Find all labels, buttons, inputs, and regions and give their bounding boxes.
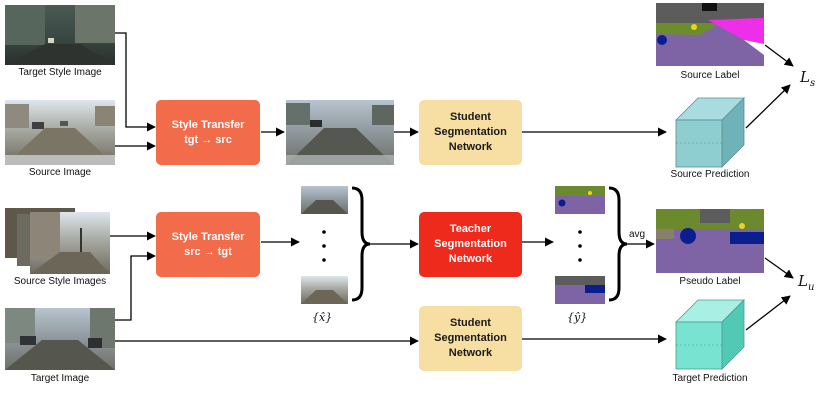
pseudo-label-caption: Pseudo Label bbox=[679, 276, 741, 287]
source-image-caption: Source Image bbox=[28, 167, 92, 178]
target-prediction-cube bbox=[675, 299, 745, 370]
target-style-image-caption: Target Style Image bbox=[18, 67, 102, 78]
source-prediction-cube bbox=[675, 97, 745, 168]
pseudo-label-image bbox=[656, 209, 764, 273]
style-transfer-tgt-src-box: Style Transfer tgt → src bbox=[156, 100, 260, 165]
avg-label: avg bbox=[628, 229, 646, 240]
target-image-caption: Target Image bbox=[30, 373, 90, 384]
student-segmentation-network-top: Student Segmentation Network bbox=[419, 100, 522, 165]
target-prediction-caption: Target Prediction bbox=[672, 373, 748, 384]
source-label-image bbox=[656, 3, 764, 66]
y-hat-ellipsis bbox=[578, 230, 582, 262]
x-hat-image-2 bbox=[301, 276, 348, 304]
y-hat-set-label: {ŷ} bbox=[567, 311, 588, 324]
x-hat-brace bbox=[351, 186, 371, 302]
x-hat-set-label: {x̂} bbox=[312, 311, 333, 324]
source-label-caption: Source Label bbox=[680, 70, 740, 81]
target-image bbox=[5, 308, 115, 370]
style-transfer-src-tgt-box: Style Transfer src → tgt bbox=[156, 212, 260, 277]
source-image bbox=[5, 100, 115, 165]
y-hat-label-2 bbox=[555, 276, 605, 304]
loss-u-label: Lu bbox=[798, 272, 815, 293]
target-style-image bbox=[5, 5, 115, 65]
source-prediction-caption: Source Prediction bbox=[670, 169, 750, 180]
x-hat-ellipsis bbox=[322, 230, 326, 262]
source-style-images-caption: Source Style Images bbox=[13, 276, 107, 287]
y-hat-brace bbox=[608, 186, 628, 302]
y-hat-label-1 bbox=[555, 186, 605, 214]
teacher-segmentation-network: Teacher Segmentation Network bbox=[419, 212, 522, 277]
source-style-images-stack bbox=[5, 208, 110, 274]
loss-s-label: Ls bbox=[800, 68, 816, 89]
stylized-source-image bbox=[286, 100, 394, 165]
x-hat-image-1 bbox=[301, 186, 348, 214]
student-segmentation-network-bottom: Student Segmentation Network bbox=[419, 306, 522, 371]
